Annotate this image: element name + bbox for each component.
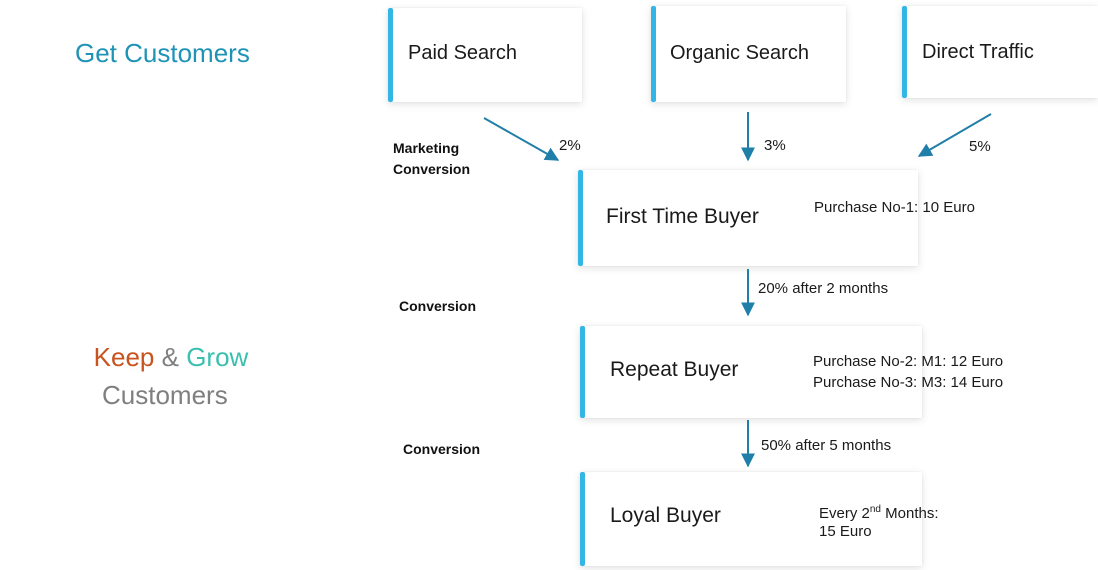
get-customers-heading: Get Customers: [75, 38, 250, 68]
direct-traffic-card: Direct Traffic: [902, 6, 1098, 98]
repeat-transition-label: 20% after 2 months: [758, 280, 889, 297]
loyal-buyer-card: Loyal Buyer Every 2nd Months: 15 Euro: [580, 472, 939, 566]
paid-search-label: Paid Search: [408, 42, 517, 64]
loyal-note-sup: nd: [869, 504, 881, 515]
loyal-buyer-note-1: Every 2nd Months:: [819, 500, 939, 524]
conversion-label-1: Conversion: [399, 298, 477, 314]
organic-search-card: Organic Search: [651, 6, 846, 102]
customers-word: Customers: [102, 380, 228, 410]
loyal-transition-label: 50% after 5 months: [761, 437, 892, 454]
marketing-conversion-line2: Conversion: [393, 161, 471, 177]
marketing-conversion-label: Marketing Conversion: [393, 138, 470, 180]
marketing-conversion-line1: Marketing: [393, 140, 460, 156]
loyal-note-suffix: Months:: [880, 505, 939, 522]
first-time-buyer-note: Purchase No-1: 10 Euro: [814, 199, 975, 216]
arrow-direct-to-first: [917, 113, 992, 157]
repeat-buyer-title: Repeat Buyer: [610, 358, 739, 381]
loyal-note-prefix: Every 2: [819, 505, 870, 522]
first-time-buyer-card: First Time Buyer Purchase No-1: 10 Euro: [578, 170, 975, 266]
keep-word: Keep: [93, 342, 155, 372]
conversion-label-2: Conversion: [403, 441, 481, 457]
organic-search-rate: 3%: [764, 137, 786, 154]
loyal-buyer-title: Loyal Buyer: [610, 504, 721, 527]
loyal-buyer-note-2: 15 Euro: [819, 523, 872, 540]
repeat-buyer-card: Repeat Buyer Purchase No-2: M1: 12 Euro …: [580, 326, 1003, 418]
repeat-buyer-note-1: Purchase No-2: M1: 12 Euro: [813, 353, 1004, 370]
paid-search-card: Paid Search: [388, 8, 582, 102]
arrow-paid-to-first: [483, 117, 560, 161]
first-time-buyer-title: First Time Buyer: [606, 205, 759, 228]
grow-word: Grow: [186, 342, 249, 372]
keep-grow-heading: Keep & Grow Customers: [86, 338, 256, 414]
direct-traffic-label: Direct Traffic: [922, 41, 1034, 63]
direct-traffic-rate: 5%: [969, 138, 991, 155]
organic-search-label: Organic Search: [670, 42, 809, 64]
paid-search-rate: 2%: [559, 137, 581, 154]
ampersand: &: [161, 342, 179, 372]
repeat-buyer-note-2: Purchase No-3: M3: 14 Euro: [813, 374, 1004, 391]
